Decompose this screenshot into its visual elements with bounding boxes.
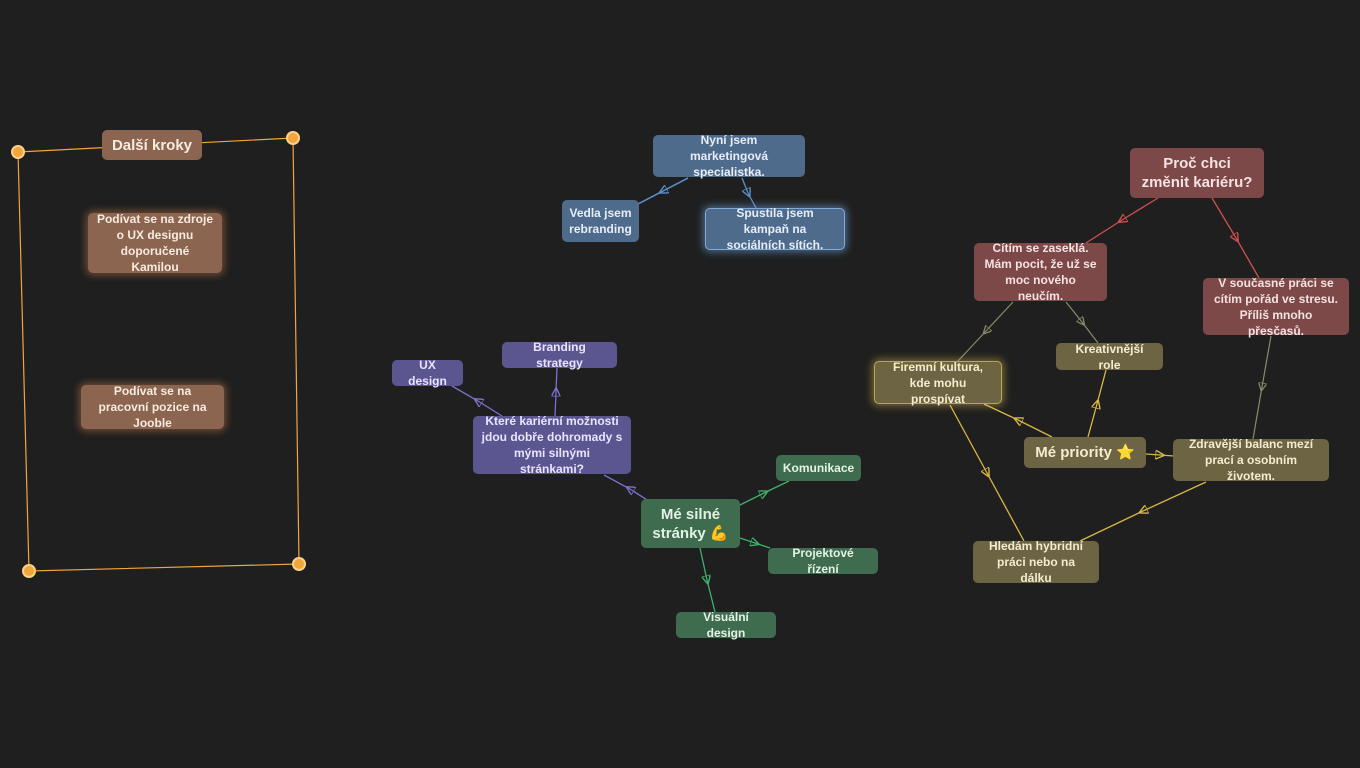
frame-handle-top-left[interactable] bbox=[11, 145, 25, 159]
next-step-ux-resources[interactable]: Podívat se na zdroje o UX designu doporu… bbox=[88, 212, 222, 274]
experience-campaign[interactable]: Spustila jsem kampaň na sociálních sítíc… bbox=[705, 206, 845, 252]
edge-stress-balance bbox=[1252, 335, 1272, 440]
strength-communication[interactable]: Komunikace bbox=[776, 455, 861, 481]
edge-culture-remote bbox=[949, 404, 1025, 542]
edge-priorities-balance bbox=[1145, 454, 1175, 456]
experience-root[interactable]: Nyní jsem marketingová specialistka. bbox=[653, 133, 805, 179]
edge-options-branding bbox=[555, 367, 557, 417]
strengths-root[interactable]: Mé silné stránky 💪 bbox=[641, 499, 740, 548]
priority-remote[interactable]: Hledám hybridní práci nebo na dálku bbox=[973, 539, 1099, 585]
edge-experience-campaign bbox=[741, 177, 757, 209]
why-change-root[interactable]: Proč chci změnit kariéru? bbox=[1130, 148, 1264, 198]
career-option-branding[interactable]: Branding strategy bbox=[502, 340, 617, 370]
strength-project-management[interactable]: Projektové řízení bbox=[768, 546, 878, 576]
edge-why-stress bbox=[1211, 197, 1260, 279]
frame-handle-bottom-right[interactable] bbox=[292, 557, 306, 571]
priorities-root[interactable]: Mé priority ⭐ bbox=[1024, 437, 1146, 468]
edge-strengths-visual bbox=[699, 547, 716, 613]
next-step-jooble[interactable]: Podívat se na pracovní pozice na Jooble bbox=[81, 384, 224, 430]
experience-rebranding[interactable]: Vedla jsem rebranding bbox=[562, 200, 639, 242]
edge-priorities-culture bbox=[983, 403, 1053, 438]
edge-why-stuck bbox=[1085, 197, 1159, 244]
priority-culture[interactable]: Firemní kultura, kde mohu prospívat bbox=[874, 360, 1002, 406]
frame-handle-bottom-left[interactable] bbox=[22, 564, 36, 578]
reason-stuck[interactable]: Cítím se zaseklá. Mám pocit, že už se mo… bbox=[974, 241, 1107, 303]
reason-stress[interactable]: V současné práci se cítím pořád ve stres… bbox=[1203, 276, 1349, 338]
edge-strengths-communication bbox=[739, 480, 790, 506]
edge-stuck-creative bbox=[1065, 301, 1099, 344]
edge-options-ux bbox=[451, 385, 503, 417]
edge-stuck-culture bbox=[957, 301, 1014, 362]
edge-strengths-project bbox=[739, 538, 771, 549]
priority-creative[interactable]: Kreativnější role bbox=[1056, 342, 1163, 372]
next-steps-frame bbox=[17, 137, 300, 572]
priority-balance[interactable]: Zdravější balanc mezí prací a osobním ži… bbox=[1173, 437, 1329, 483]
frame-handle-top-right[interactable] bbox=[286, 131, 300, 145]
next-steps-title[interactable]: Další kroky bbox=[102, 130, 202, 160]
edge-priorities-creative bbox=[1087, 369, 1107, 438]
career-options-root[interactable]: Které kariérní možnosti jdou dobře dohro… bbox=[473, 414, 631, 476]
strength-visual-design[interactable]: Visuální design bbox=[676, 610, 776, 640]
career-option-ux[interactable]: UX design bbox=[392, 358, 463, 388]
edge-balance-remote bbox=[1079, 481, 1207, 542]
